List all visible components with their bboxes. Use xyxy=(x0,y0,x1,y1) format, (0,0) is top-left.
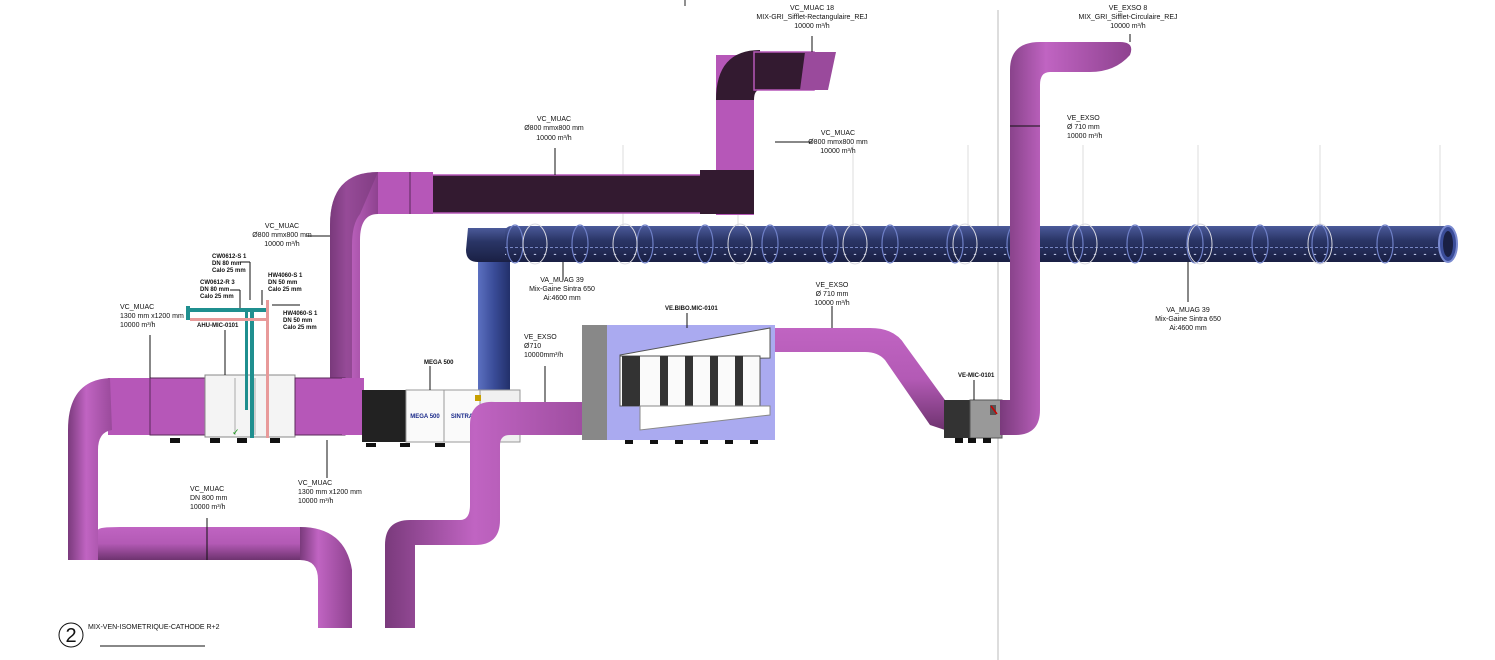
view-title: MIX-VEN-ISOMETRIQUE-CATHODE R+2 xyxy=(88,624,220,631)
label-line: VA_MUAG 39 xyxy=(540,277,584,284)
label-line: Ø800 mmx800 mm xyxy=(808,139,868,146)
exhaust-duct-mid xyxy=(775,328,945,430)
ahu-duct-assembly: ✓ xyxy=(68,300,364,628)
textile-supply-duct xyxy=(466,223,1458,390)
label-line: 10000 m³/h xyxy=(794,23,830,30)
label-line: 10000 m³/h xyxy=(1110,23,1146,30)
leader-lines xyxy=(100,34,1189,647)
label-line: Ai:4600 mm xyxy=(543,295,581,302)
label-ve-exso-mid: VE_EXSO Ø 710 mm 10000 m³/h xyxy=(814,282,850,307)
exhaust-fan xyxy=(944,399,1003,443)
label-line: MIX_GRI_Sifflet-Circulaire_REJ xyxy=(1078,14,1177,21)
view-number: 2 xyxy=(65,625,76,647)
label-line: VE_EXSO xyxy=(816,282,849,289)
label-vc-muac-outlet: VC_MUAC 1300 mm x1200 mm 10000 m³/h xyxy=(298,480,362,505)
label-line: 10000 m³/h xyxy=(1067,133,1103,140)
label-line: 10000 m³/h xyxy=(264,241,300,248)
label-hw4060-s1-a: HW4060-S 1 DN 50 mm Calo 25 mm xyxy=(268,273,303,293)
label-line: Calo 25 mm xyxy=(200,294,234,300)
label-line: DN 80 mm xyxy=(200,287,229,293)
label-line: Mix-Gaine Sintra 650 xyxy=(1155,316,1221,323)
label-line: DN 80 mm xyxy=(212,261,241,267)
label-line: Ø 710 mm xyxy=(1067,124,1100,131)
label-line: Ø710 xyxy=(524,343,541,350)
label-line: DN 50 mm xyxy=(268,280,297,286)
label-line: Ø 710 mm xyxy=(816,291,849,298)
label-line: VE_EXSO 8 xyxy=(1109,5,1148,12)
bibo-tag: VE.BIBO.MIC-0101 xyxy=(665,306,718,312)
label-line: VE_EXSO xyxy=(524,334,557,341)
label-va-muag-right: VA_MUAG 39 Mix-Gaine Sintra 650 Ai:4600 … xyxy=(1155,307,1221,332)
view-number-circle xyxy=(58,622,84,648)
label-line: VC_MUAC xyxy=(120,304,154,311)
label-line: Calo 25 mm xyxy=(268,287,302,293)
label-line: CW0612-R 3 xyxy=(200,280,235,286)
mega-panel-label: MEGA 500 xyxy=(410,414,440,420)
label-line: VC_MUAC xyxy=(537,116,571,123)
label-line: 10000 m³/h xyxy=(820,148,856,155)
label-ve-exso-riser: VE_EXSO Ø 710 mm 10000 m³/h xyxy=(1067,115,1103,140)
label-line: VA_MUAG 39 xyxy=(1166,307,1210,314)
label-line: VE_EXSO xyxy=(1067,115,1100,122)
label-va-muag-left: VA_MUAG 39 Mix-Gaine Sintra 650 Ai:4600 … xyxy=(529,277,595,302)
label-vc-muac-inlet: VC_MUAC 1300 mm x1200 mm 10000 m³/h xyxy=(120,304,184,329)
label-line: VC_MUAC 18 xyxy=(790,5,834,12)
label-line: 10000 m³/h xyxy=(536,135,572,142)
label-vc-muac-top-right: VC_MUAC Ø800 mmx800 mm 10000 m³/h xyxy=(808,130,868,155)
label-line: HW4060-S 1 xyxy=(268,273,303,279)
bibo-housing xyxy=(582,325,775,444)
mega-tag: MEGA 500 xyxy=(424,360,454,366)
label-line: CW0612-S 1 xyxy=(212,254,247,260)
label-line: DN 800 mm xyxy=(190,495,228,502)
label-line: Ø800 mmx800 mm xyxy=(524,125,584,132)
label-line: 10000 m³/h xyxy=(298,498,334,505)
label-line: 10000 m³/h xyxy=(814,300,850,307)
exhaust-riser xyxy=(1000,42,1132,435)
label-line: 1300 mm x1200 mm xyxy=(298,489,362,496)
label-line: Ø800 mmx800 mm xyxy=(252,232,312,239)
label-line: Ai:4600 mm xyxy=(1169,325,1207,332)
label-cw0612-r3: CW0612-R 3 DN 80 mm Calo 25 mm xyxy=(200,280,235,300)
sintra-panel-label: SINTRA xyxy=(451,414,474,420)
fan-tag: VE-MIC-0101 xyxy=(958,373,995,379)
view-title-block: 2 MIX-VEN-ISOMETRIQUE-CATHODE R+2 xyxy=(58,622,220,648)
label-line: HW4060-S 1 xyxy=(283,311,318,317)
label-line: VC_MUAC xyxy=(298,480,332,487)
supply-duct-upper xyxy=(330,50,836,390)
label-line: Calo 25 mm xyxy=(212,268,246,274)
ahu-tag: AHU-MIC-0101 xyxy=(197,323,239,329)
label-vc-muac-elbow: VC_MUAC Ø800 mmx800 mm 10000 m³/h xyxy=(252,223,312,248)
label-line: Mix-Gaine Sintra 650 xyxy=(529,286,595,293)
label-line: Calo 25 mm xyxy=(283,325,317,331)
label-ve-exso-8: VE_EXSO 8 MIX_GRI_Sifflet-Circulaire_REJ… xyxy=(1078,5,1177,30)
valve-icon: ✓ xyxy=(232,427,240,437)
label-line: VC_MUAC xyxy=(265,223,299,230)
label-hw4060-s1-b: HW4060-S 1 DN 50 mm Calo 25 mm xyxy=(283,311,318,331)
label-line: 1300 mm x1200 mm xyxy=(120,313,184,320)
label-line: 10000 m³/h xyxy=(190,504,226,511)
label-line: VC_MUAC xyxy=(190,486,224,493)
label-line: 10000mm³/h xyxy=(524,352,563,359)
label-line: MIX-GRI_Sifflet-Rectangulaire_REJ xyxy=(756,14,867,21)
label-ve-exso-710: VE_EXSO Ø710 10000mm³/h xyxy=(524,334,563,359)
label-vc-muac-top-left: VC_MUAC Ø800 mmx800 mm 10000 m³/h xyxy=(524,116,584,142)
label-line: DN 50 mm xyxy=(283,318,312,324)
label-vc-muac-18: VC_MUAC 18 MIX-GRI_Sifflet-Rectangulaire… xyxy=(756,5,867,30)
label-line: 10000 m³/h xyxy=(120,322,156,329)
label-vc-muac-dn800: VC_MUAC DN 800 mm 10000 m³/h xyxy=(190,486,228,511)
label-line: VC_MUAC xyxy=(821,130,855,137)
label-cw0612-s1: CW0612-S 1 DN 80 mm Calo 25 mm xyxy=(212,254,247,274)
